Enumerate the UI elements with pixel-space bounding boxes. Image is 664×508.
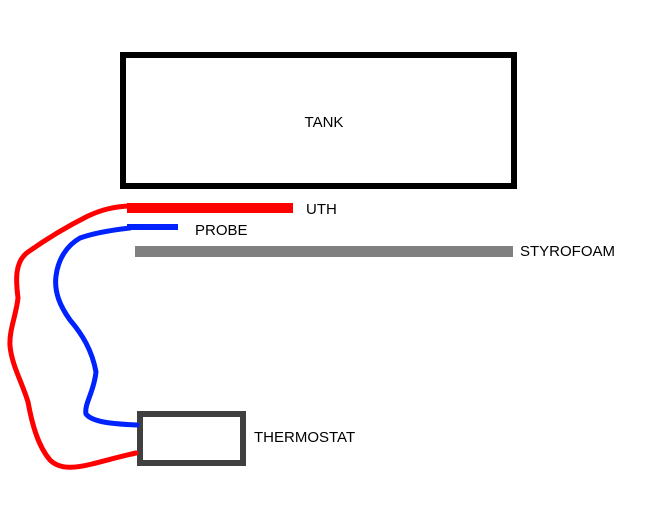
probe-wire [53,225,140,428]
thermostat-label: THERMOSTAT [254,429,355,446]
uth-wire [7,203,139,470]
probe-label: PROBE [195,222,248,239]
tank-box [120,52,517,189]
uth-label: UTH [306,201,337,218]
thermostat-box [137,411,246,466]
styrofoam-layer [135,246,513,257]
uth-heater [127,203,293,213]
tank-label: TANK [305,114,344,131]
styrofoam-label: STYROFOAM [520,243,615,260]
